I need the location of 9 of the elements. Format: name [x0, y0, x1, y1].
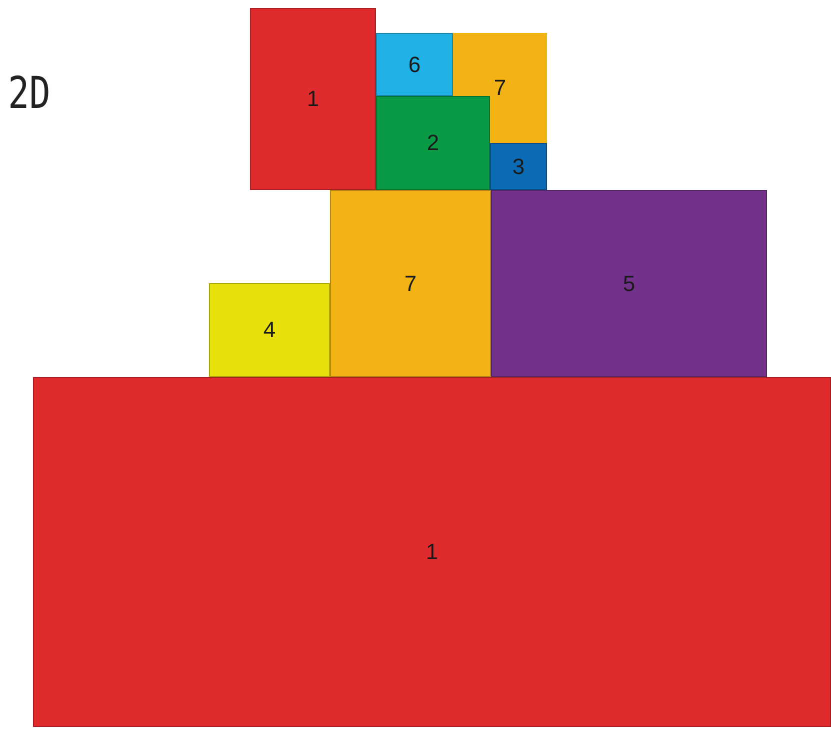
packed-item: 5	[491, 190, 767, 377]
panel-label: 2D	[8, 68, 50, 119]
packed-item: 4	[209, 283, 330, 377]
packed-item: 3	[490, 143, 547, 190]
packed-item: 2	[376, 96, 490, 190]
packed-item: 7	[330, 190, 491, 377]
packed-item: 1	[33, 377, 831, 727]
packed-item: 1	[250, 8, 376, 190]
packed-item: 6	[376, 33, 453, 96]
